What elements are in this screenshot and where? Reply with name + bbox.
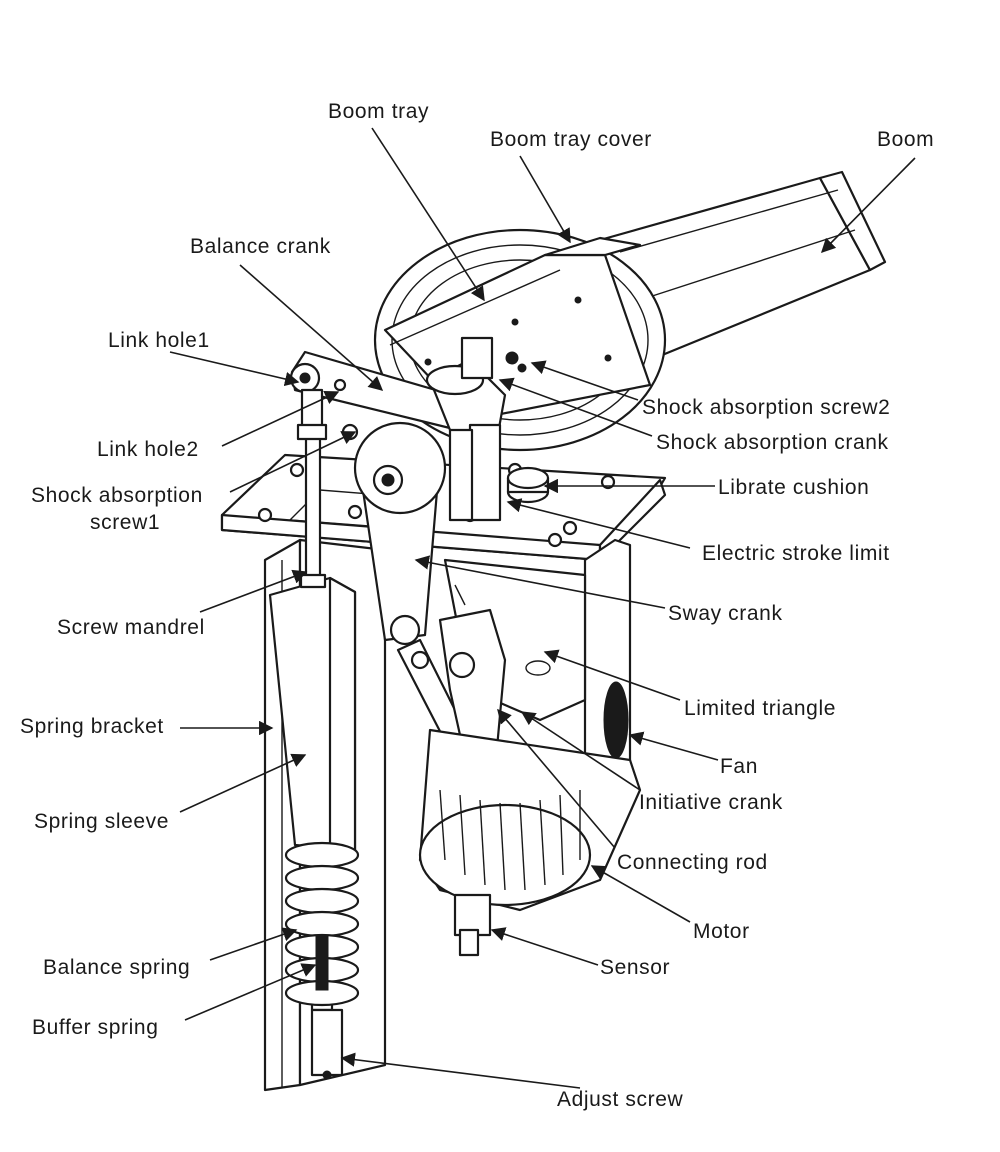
leader-motor (590, 865, 691, 923)
sway-crank (353, 421, 447, 646)
leader-connecting-rod (497, 708, 616, 849)
balance-spring (284, 841, 360, 1012)
leader-link-hole1 (169, 351, 300, 387)
label-connecting-rod: Connecting rod (617, 851, 768, 874)
leader-buffer-spring (184, 963, 317, 1021)
leader-balance-crank (239, 264, 384, 391)
leader-shock-absorption-screw2 (530, 360, 639, 401)
leader-spring-sleeve (179, 753, 307, 813)
label-balance-spring: Balance spring (43, 956, 190, 979)
buffer-spring (315, 934, 329, 991)
label-shock-absorption-crank: Shock absorption crank (656, 431, 889, 454)
labels: Boom tray Boom tray cover Boom Balance c… (20, 100, 934, 1111)
label-boom-tray: Boom tray (328, 100, 429, 123)
label-shock-absorption-screw1-line1: Shock absorption (31, 484, 203, 507)
label-shock-absorption-screw1-line2: screw1 (90, 511, 160, 534)
label-boom-tray-cover: Boom tray cover (490, 128, 652, 151)
label-motor: Motor (693, 920, 750, 943)
leader-boom-tray (371, 127, 485, 302)
electric-stroke-limit (448, 423, 502, 522)
label-boom: Boom (877, 128, 934, 151)
sensor (453, 893, 492, 957)
leader-link-hole2 (221, 390, 340, 447)
leader-adjust-screw (340, 1052, 581, 1089)
label-adjust-screw: Adjust screw (557, 1088, 683, 1111)
leader-boom-tray-cover (519, 155, 571, 244)
label-limited-triangle: Limited triangle (684, 697, 836, 720)
label-sway-crank: Sway crank (668, 602, 783, 625)
motor (418, 728, 642, 912)
adjust-screw (310, 1008, 344, 1080)
librate-cushion (506, 466, 550, 504)
side-bracket (583, 538, 632, 792)
shock-absorption-crank (425, 336, 527, 457)
leader-initiative-crank (520, 711, 641, 791)
label-electric-stroke-limit: Electric stroke limit (702, 542, 890, 565)
leader-sway-crank (414, 555, 666, 609)
label-spring-sleeve: Spring sleeve (34, 810, 169, 833)
leader-screw-mandrel (199, 569, 308, 613)
label-link-hole1: Link hole1 (108, 329, 210, 352)
leader-lines (169, 127, 916, 1089)
leader-boom (820, 157, 916, 254)
label-sensor: Sensor (600, 956, 670, 979)
leader-balance-spring (209, 927, 298, 961)
leader-sensor (490, 927, 599, 966)
label-initiative-crank: Initiative crank (639, 791, 783, 814)
label-librate-cushion: Librate cushion (718, 476, 869, 499)
leader-electric-stroke-limit (506, 498, 691, 549)
label-shock-absorption-screw2: Shock absorption screw2 (642, 396, 890, 419)
leader-shock-absorption-crank (498, 377, 653, 437)
label-fan: Fan (720, 755, 758, 778)
label-screw-mandrel: Screw mandrel (57, 616, 205, 639)
label-spring-bracket: Spring bracket (20, 715, 164, 738)
leader-shock-absorption-screw1 (229, 431, 357, 493)
leader-limited-triangle (543, 649, 681, 701)
label-link-hole2: Link hole2 (97, 438, 199, 461)
leader-fan (628, 731, 719, 761)
label-buffer-spring: Buffer spring (32, 1016, 158, 1039)
label-balance-crank: Balance crank (190, 235, 331, 258)
